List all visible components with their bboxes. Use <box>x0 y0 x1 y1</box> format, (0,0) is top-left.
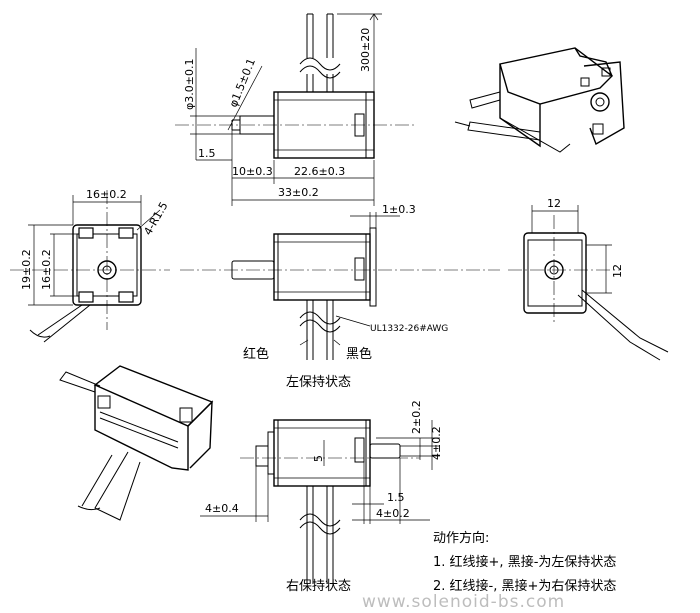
dim-total-len: 33±0.2 <box>278 186 319 199</box>
end-view-right: 12 12 <box>508 197 669 361</box>
notes-line-2: 2. 红线接-, 黑接+为右保持状态 <box>433 578 616 594</box>
wire-spec: UL1332-26#AWG <box>370 324 448 334</box>
dim-bottom-step: 1.5 <box>387 491 405 504</box>
dim-end-height-inner: 16±0.2 <box>40 249 53 290</box>
dim-right-width: 12 <box>547 197 561 210</box>
dim-stroke-2: 2±0.2 <box>410 400 423 434</box>
dim-flange: 1±0.3 <box>382 203 416 216</box>
left-hold-state-label: 左保持状态 <box>286 375 351 390</box>
dim-shaft-dia: φ3.0±0.1 <box>183 59 196 110</box>
iso-view-bottom <box>59 365 214 521</box>
dim-bottom-right: 4±0.2 <box>376 507 410 520</box>
side-view-center: 1±0.3 UL1332-26#AWG 红色 黑色 左保持状态 <box>180 203 500 390</box>
dim-end-width: 16±0.2 <box>86 188 127 201</box>
black-wire-label: 黑色 <box>346 346 372 362</box>
watermark: www.solenoid-bs.com <box>362 592 565 612</box>
dim-stroke-4: 4±0.2 <box>430 426 443 460</box>
action-notes: 动作方向: 1. 红线接+, 黑接-为左保持状态 2. 红线接-, 黑接+为右保… <box>433 530 616 594</box>
iso-view-top <box>454 47 625 153</box>
dim-stroke-5: 5 <box>312 455 325 462</box>
notes-title: 动作方向: <box>433 530 489 546</box>
right-hold-state-label: 右保持状态 <box>286 579 351 594</box>
dim-right-height: 12 <box>611 264 624 278</box>
dim-front-len: 10±0.3 <box>232 165 273 178</box>
dim-shaft-step: 1.5 <box>198 147 216 160</box>
dim-end-height-outer: 19±0.2 <box>20 249 33 290</box>
end-view-left: 16±0.2 4-R1.5 19±0.2 16±0.2 <box>10 188 171 343</box>
side-view-bottom: 2±0.2 4±0.2 5 4±0.4 1.5 4±0.2 右保持状态 <box>200 400 443 594</box>
top-side-view: 300±20 φ3.0±0.1 φ1.5±0.1 1.5 10±0.3 22.6… <box>175 13 415 206</box>
dim-bottom-left: 4±0.4 <box>205 502 239 515</box>
notes-line-1: 1. 红线接+, 黑接-为左保持状态 <box>433 554 616 570</box>
dim-body-len: 22.6±0.3 <box>294 165 345 178</box>
dim-end-radius: 4-R1.5 <box>141 200 170 238</box>
red-wire-label: 红色 <box>243 346 269 362</box>
dim-wire-length: 300±20 <box>359 28 372 72</box>
